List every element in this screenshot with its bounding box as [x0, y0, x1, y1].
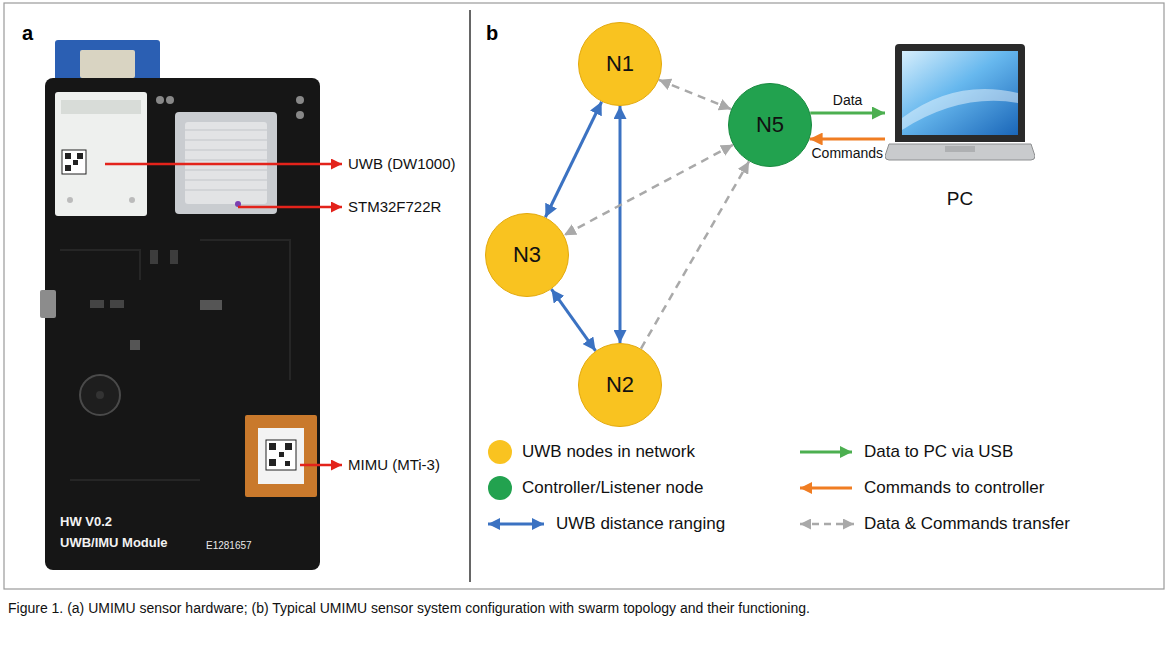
laptop-screen	[902, 51, 1018, 135]
laptop-icon	[885, 38, 1035, 178]
node-label: N1	[606, 51, 634, 77]
legend-swatch	[488, 476, 512, 500]
connector	[545, 102, 601, 217]
legend-label: UWB nodes in network	[522, 442, 695, 462]
legend-label: Controller/Listener node	[522, 478, 703, 498]
part-label: MIMU (MTi-3)	[348, 456, 440, 473]
hardware-photo	[40, 40, 320, 570]
figure-frame	[4, 3, 1164, 589]
part-label: UWB (DW1000)	[348, 155, 456, 172]
connector	[564, 145, 733, 235]
legend-label: Data to PC via USB	[864, 442, 1013, 462]
network-node: N1	[578, 22, 662, 106]
panel-letter: a	[22, 22, 33, 45]
laptop-lid	[895, 44, 1025, 142]
board-silkscreen: E1281657	[206, 540, 252, 552]
laptop-base	[885, 144, 1035, 160]
legend-label: Commands to controller	[864, 478, 1044, 498]
connector-label: Commands	[810, 145, 886, 161]
board-silkscreen: HW V0.2	[60, 515, 112, 530]
connector	[659, 80, 731, 109]
computer-node: PC	[885, 38, 1035, 224]
connector	[810, 138, 885, 141]
panel-divider	[469, 10, 471, 582]
connector	[641, 161, 749, 348]
node-label: N2	[606, 372, 634, 398]
node-label: N5	[756, 112, 784, 138]
connector	[810, 112, 885, 115]
board-silkscreen: UWB/IMU Module	[60, 536, 168, 551]
figure-caption: Figure 1. (a) UMIMU sensor hardware; (b)…	[8, 600, 1158, 616]
network-node: N5	[728, 83, 812, 167]
network-node: N2	[578, 343, 662, 427]
connector	[551, 289, 595, 351]
connector-label: Data	[831, 92, 865, 108]
legend-label: UWB distance ranging	[556, 514, 725, 534]
part-label: STM32F722R	[348, 198, 441, 215]
legend-label: Data & Commands transfer	[864, 514, 1070, 534]
legend-samples	[488, 452, 854, 524]
connector	[619, 106, 622, 343]
panel-letter: b	[486, 22, 498, 45]
screen-swoosh	[902, 89, 1018, 130]
node-label: PC	[885, 188, 1035, 210]
legend-swatch	[488, 440, 512, 464]
node-label: N3	[513, 242, 541, 268]
laptop-touchpad	[945, 146, 975, 152]
network-node: N3	[485, 213, 569, 297]
leader-lines	[105, 164, 342, 465]
